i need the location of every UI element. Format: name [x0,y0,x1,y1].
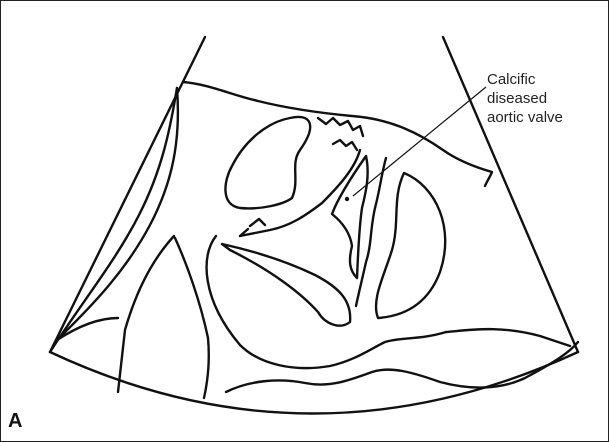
annotation-line-2: diseased [487,89,605,108]
top-valve-squiggle [318,118,363,136]
annotation-label: Calcific diseased aortic valve [487,70,605,127]
central-valve-triangle [332,156,368,278]
left-cusp-cavity [225,117,310,208]
left-cusp-stem-jag [250,219,265,226]
annotation-line-1: Calcific [487,70,605,89]
top-valve-inner-squiggle [333,140,357,150]
bottom-left-cusp-lobe [222,244,350,326]
panel-letter: A [8,410,22,432]
lower-cavity-outer-left [118,236,174,392]
right-cusp-lobe [376,173,445,318]
annotation-line-3: aortic valve [487,108,605,127]
sector-left-edge [50,37,205,352]
lower-cavity-left-wall [175,238,209,398]
right-lower-wall [446,329,570,346]
annotation-pointer-dot [345,197,349,201]
sector-bottom-arc [50,352,578,414]
annotation-leader-line [353,87,486,196]
lower-cavity-floor [226,342,578,392]
